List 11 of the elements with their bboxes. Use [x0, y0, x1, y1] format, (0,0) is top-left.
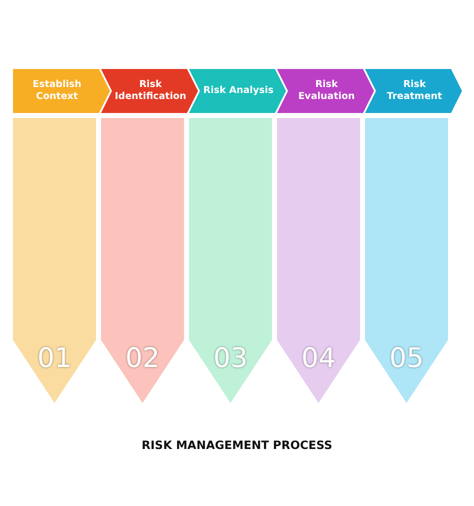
- step-number: 01: [36, 344, 73, 374]
- step-number: 05: [388, 344, 425, 374]
- step-label: Risk Evaluation: [297, 79, 356, 103]
- step-label: Establish Context: [32, 79, 82, 103]
- step-label: Risk Analysis: [203, 85, 274, 97]
- step-number: 04: [300, 344, 337, 374]
- step-number: 02: [124, 344, 161, 374]
- diagram-caption: RISK MANAGEMENT PROCESS: [140, 438, 334, 452]
- step-number: 03: [212, 344, 249, 374]
- step-label: Risk Treatment: [386, 79, 444, 103]
- step-label: Risk Identification: [114, 79, 187, 103]
